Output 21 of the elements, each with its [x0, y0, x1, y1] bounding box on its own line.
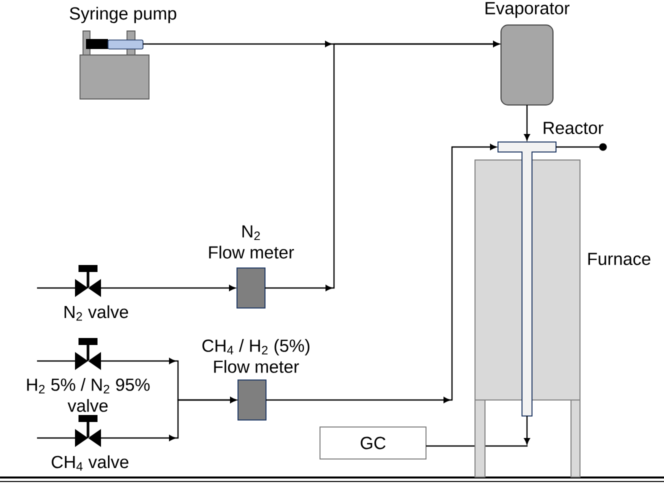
flow-arrow: [524, 416, 530, 444]
flow-arrow: [101, 285, 236, 291]
pipe-line: [37, 360, 75, 362]
component-label: Reactor: [544, 122, 604, 134]
component-label: N$_{2}$ valve: [64, 305, 128, 321]
flow-arrow: [101, 397, 236, 441]
pipe-line: [426, 445, 528, 447]
instrument-box: GC: [320, 426, 426, 460]
component-label: Furnace: [588, 252, 650, 266]
component-label: Evaporator: [486, 2, 570, 18]
component-label: N$_{2}$ Flow meter: [209, 225, 294, 259]
outlet-line: [556, 143, 607, 151]
component-label: H$_{2}$ 5% / N$_{2}$ 95% valve: [27, 378, 150, 412]
component-label: CH$_{4}$ valve: [52, 455, 128, 471]
flow-arrow: [524, 105, 530, 140]
component-label: CH$_{4}$ / H$_{2}$ (5%) Flow meter: [202, 339, 310, 373]
component-label: Syringe pump: [70, 6, 176, 24]
flow-arrow: [149, 41, 500, 47]
flow-arrow: [266, 144, 496, 403]
pipe-line: [37, 287, 75, 289]
pipe-line: [37, 437, 75, 439]
